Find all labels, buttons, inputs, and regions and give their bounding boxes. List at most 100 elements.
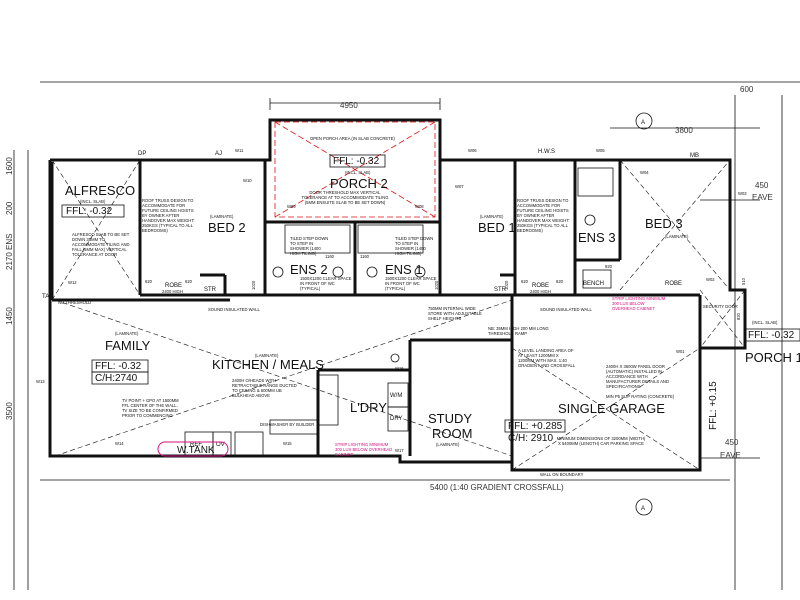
robe-2-height: 2400 HIGH — [530, 289, 551, 294]
dimension-lines — [13, 81, 800, 590]
alfresco-note: (INCL. SLAB) — [80, 199, 106, 204]
room-porch-2: PORCH 2 — [330, 176, 388, 191]
family-ch-box — [91, 371, 149, 385]
room-kitchen-meals: KITCHEN / MEALS — [212, 357, 324, 372]
water-tank: W.TANK — [177, 445, 215, 456]
note-tiled-step-1-box: TILED STEP DOWN TO STEP IN SHOWER (1400 … — [290, 236, 329, 256]
note-led-1-box: STRIP LIGHTING MINIMUM 300 LUX BELOW OVE… — [612, 296, 666, 311]
alfresco-ffl: FFL: -0.32 — [66, 206, 113, 217]
window-w15: W15 — [283, 441, 292, 446]
num-1160-a: 1160 — [325, 254, 335, 259]
dim-left-3: 2170 ENS — [5, 234, 14, 270]
ref: REF. — [190, 442, 203, 448]
aj-marker: AJ — [215, 151, 222, 157]
dim-bottom: 5400 (1:40 GRADIENT CROSSFALL) — [430, 483, 564, 492]
family-ch: C/H:2740 — [95, 373, 138, 384]
study-floor: (LAMINATE) — [436, 442, 460, 447]
meter-box: MB — [690, 153, 699, 159]
dim-eave-1: 450 — [755, 181, 769, 190]
num-820: 820 — [736, 312, 741, 320]
num-1020-c: 1020 — [504, 280, 509, 290]
room-laundry: L'DRY — [350, 400, 387, 415]
window-w14: W14 — [115, 441, 124, 446]
note-rangehood: 2400H O/HEADS WITH RETRACTABLE RANGE DUC… — [232, 378, 297, 398]
room-bed-2: BED 2 — [208, 220, 246, 235]
note-ramp-box: NB: 35MM HIGH 200 MM LONG THRESHOLD RAMP — [488, 326, 549, 336]
water-tank-outline — [157, 441, 229, 457]
porch-2-note: (INCL. SLAB) — [345, 170, 371, 175]
note-min-dims-box: MINIMUM DIMENSIONS OF 3200MM (WIDTH) X 5… — [556, 436, 646, 446]
room-study-2: ROOM — [432, 426, 472, 441]
hws: H.W.S — [538, 149, 555, 155]
porch-2-structure — [274, 121, 436, 218]
note-roof-truss-box: ROOF TRUSS DESIGN TO ACCOMMODATE FOR FUT… — [142, 198, 195, 233]
room-ens-2: ENS 2 — [290, 262, 328, 277]
room-family: FAMILY — [105, 338, 151, 353]
garage-ffl-2: FFL: +0.15 — [708, 381, 719, 430]
window-w12: W12 — [68, 280, 77, 285]
window-w09: W09 — [287, 204, 296, 209]
dim-left-2: 200 — [5, 201, 14, 215]
window-w06: W06 — [468, 148, 477, 153]
exterior-walls — [48, 118, 747, 472]
note-landing: A LEVEL LANDING AREA OF AT LEAST 1200MM … — [518, 348, 576, 368]
window-w10: W10 — [243, 178, 252, 183]
security-door: SECURITY DOOR — [703, 304, 738, 309]
room-porch-1: PORCH 1 — [745, 350, 800, 365]
note-panel-door: 2400H X 3600W PANEL DOOR (AUTOMATIC) INS… — [606, 364, 669, 389]
window-w02: W02 — [706, 277, 715, 282]
bathroom-fixtures — [272, 167, 614, 289]
dim-top-right: 600 — [740, 85, 754, 94]
section-markers — [635, 112, 653, 516]
note-alfresco-slab: ALFRESCO SLAB TO BE SET DOWN 35MM TO ACC… — [72, 232, 130, 257]
bed-1-floor: (LAMINATE) — [480, 214, 504, 219]
room-study: STUDY — [428, 411, 472, 426]
num-1020-a: 1020 — [251, 280, 256, 290]
note-wall-boundary: WALL ON BOUNDARY — [540, 472, 584, 477]
num-1020-b: 1020 — [434, 280, 439, 290]
note-sound-wall: SOUND INSULATED WALL — [208, 307, 261, 312]
garage-ffl: FFL: +0.285 — [508, 421, 563, 432]
window-w03: W03 — [738, 191, 747, 196]
note-clear-space-2-box: 1500X1200 CLEAR SPACE IN FRONT OF WC (TY… — [385, 276, 437, 291]
room-ens-3: ENS 3 — [578, 230, 616, 245]
dryer: DRY — [390, 416, 403, 422]
note-tv-point: TV POINT + GPO AT 1500MM FFL CENTER OF T… — [122, 398, 179, 418]
note-min-dims: MINIMUM DIMENSIONS OF 3200MM (WIDTH) X 5… — [556, 436, 646, 446]
family-ffl: FFL: -0.32 — [95, 361, 142, 372]
str-1: STR — [204, 287, 217, 293]
note-led-1: STRIP LIGHTING MINIMUM 300 LUX BELOW OVE… — [612, 296, 666, 311]
dim-top: 4950 — [340, 101, 358, 110]
dp-marker: DP — [138, 151, 146, 157]
kitchen-floor: (LAMINATE) — [255, 353, 279, 358]
window-w07: W07 — [455, 184, 464, 189]
porch-1-note: (INCL. SLAB) — [752, 320, 778, 325]
dim-left-5: 3500 — [5, 402, 14, 420]
window-w08: W08 — [415, 204, 424, 209]
window-w04: W04 — [640, 170, 649, 175]
str-2: STR — [494, 287, 507, 293]
robe-1: ROBE — [165, 283, 182, 289]
note-tiled-step-1: TILED STEP DOWN TO STEP IN SHOWER (1400 … — [290, 236, 329, 256]
note-alfresco-slab-box: ALFRESCO SLAB TO BE SET DOWN 35MM TO ACC… — [72, 232, 130, 257]
note-tiled-step-2: TILED STEP DOWN TO STEP IN SHOWER (1400 … — [395, 236, 434, 256]
num-620-b: 620 — [185, 279, 193, 284]
dim-left-1: 1600 — [5, 157, 14, 175]
room-bed-1: BED 1 — [478, 220, 516, 235]
window-w05: W05 — [596, 148, 605, 153]
porch-1-ffl-box — [744, 328, 800, 342]
note-roof-truss: ROOF TRUSS DESIGN TO ACCOMMODATE FOR FUT… — [142, 198, 195, 233]
num-620-d: 620 — [556, 279, 564, 284]
family-floor: (LAMINATE) — [115, 331, 139, 336]
robe-2: ROBE — [532, 283, 549, 289]
note-dishwasher: DISHWASHER BY BUILDER — [260, 422, 314, 427]
window-w16: W16 — [395, 366, 404, 371]
tap-marker: TAP — [42, 294, 53, 300]
alfresco-ffl-box — [61, 204, 125, 218]
window-w13: W13 — [36, 379, 45, 384]
porch-2-ffl-box — [329, 154, 386, 168]
garage-ch: C/H: 2910 — [508, 433, 553, 444]
window-w17: W17 — [395, 448, 404, 453]
num-620-c: 620 — [521, 279, 529, 284]
note-clear-space-1-box: 1500X1200 CLEAR SPACE IN FRONT OF WC (TY… — [300, 276, 352, 291]
